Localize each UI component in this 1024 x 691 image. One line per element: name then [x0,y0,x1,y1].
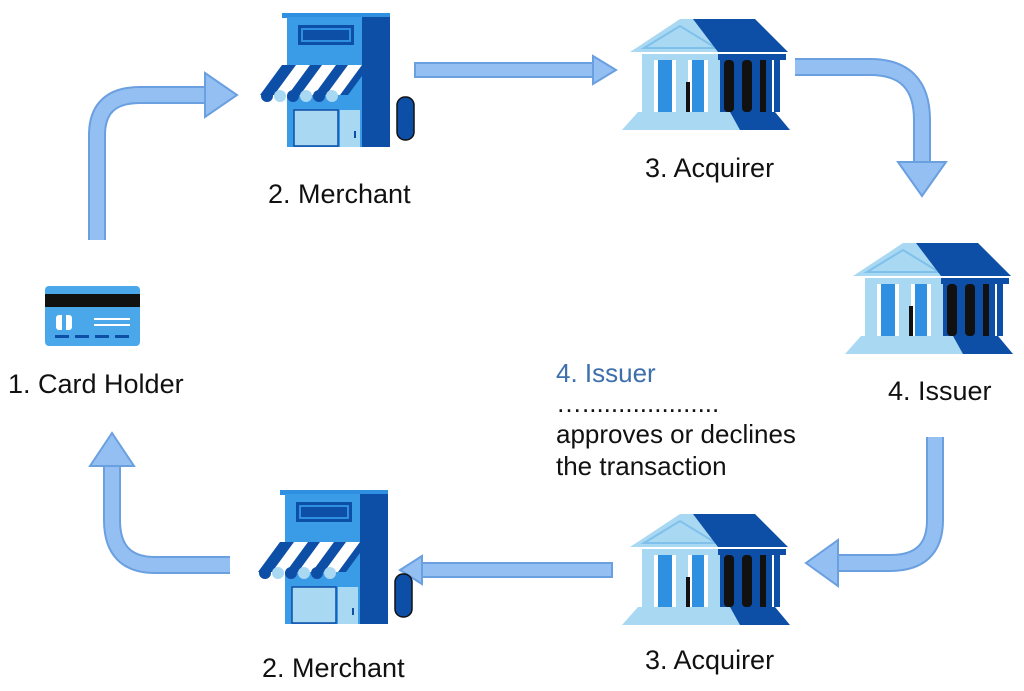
storefront-icon [257,489,413,625]
acquirer-bottom-label: 3. Acquirer [645,645,774,675]
bank-icon [621,513,791,626]
card-holder-label: 1. Card Holder [8,369,184,399]
note-line-1: approves or declines [556,419,796,449]
merchant-bottom-label: 2. Merchant [262,653,405,683]
acquirer-top-label: 3. Acquirer [645,153,774,183]
merchant-top-label: 2. Merchant [268,179,411,209]
note-line-2: the transaction [556,451,727,481]
note-dots: …................... [556,388,719,418]
issuer-label: 4. Issuer [888,376,992,406]
arrow-merchant-to-cardholder [88,431,230,574]
note-title: 4. Issuer [556,358,656,388]
arrow-acquirer-to-issuer [795,58,948,198]
credit-card-icon [45,286,140,346]
storefront-icon [259,12,415,148]
arrow-cardholder-to-merchant [88,71,239,240]
bank-icon [621,18,791,131]
arrow-issuer-to-acquirer [804,437,944,588]
arrow-merchant-to-acquirer [414,54,618,86]
bank-icon [844,242,1014,355]
arrow-acquirer-to-merchant [398,554,613,586]
